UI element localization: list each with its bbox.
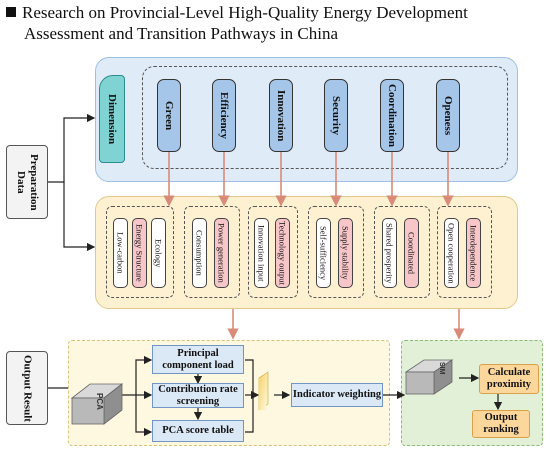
- indicator-group-innovation: [248, 206, 298, 298]
- dimension-security: Security: [324, 79, 348, 152]
- dimension-green: Green: [157, 79, 181, 152]
- indicator-group-efficiency: [184, 206, 240, 298]
- indicator-open-cooperation: Open cooperation: [444, 218, 459, 288]
- dimension-dashed-frame: [142, 66, 508, 169]
- indicator-interdependence: Interdependence: [466, 218, 481, 288]
- indicator-low-carbon: Low-carbon: [113, 218, 128, 288]
- output-ranking-box: Output ranking: [472, 410, 530, 438]
- step-contribution-rate-screening: Contribution rate screening: [152, 383, 244, 408]
- dimension-label-box: Dimension: [99, 75, 125, 163]
- pca-cube: PCA: [70, 383, 124, 425]
- indicator-coordinated: Coordinated: [404, 218, 419, 288]
- preparation-data-label: Preparation Data: [6, 145, 48, 219]
- indicator-technology-output: Technology output: [275, 218, 290, 288]
- dimension-innovation: Innovation: [269, 79, 293, 152]
- dimension-openess: Openess: [436, 79, 460, 152]
- dimension-efficiency: Efficiency: [212, 79, 236, 152]
- indicator-energy-structure: Energy Structure: [132, 218, 147, 288]
- title-line-1: Research on Provincial-Level High-Qualit…: [22, 3, 468, 22]
- calculate-proximity-box: Calculate proximity: [479, 364, 539, 394]
- output-result-label: Output Result: [6, 351, 48, 425]
- title-bullet-icon: [6, 7, 16, 17]
- indicator-consumption: Consumption: [192, 218, 207, 288]
- result-cube-label: SIM: [438, 362, 445, 375]
- indicator-group-openess: [437, 206, 492, 298]
- indicator-power-generation: Power generation: [214, 218, 229, 288]
- indicator-innovation-input: Innovation input: [254, 218, 269, 288]
- page-title: Research on Provincial-Level High-Qualit…: [6, 2, 546, 44]
- pca-cube-label: PCA: [95, 393, 104, 410]
- indicator-self-sufficiency: Self-sufficiency: [316, 218, 331, 288]
- dimension-coordination: Coordination: [380, 79, 404, 152]
- step-pca-score-table: PCA score table: [152, 420, 244, 442]
- step-principal-component-load: Principal component load: [152, 345, 244, 374]
- indicator-group-coordination: [374, 206, 430, 298]
- indicator-ecology: Ecology: [151, 218, 166, 288]
- title-line-2: Assessment and Transition Pathways in Ch…: [24, 24, 339, 43]
- weighting-bar-icon: [258, 371, 269, 411]
- indicator-group-green: [106, 206, 174, 298]
- indicator-weighting-box: Indicator weighting: [291, 383, 383, 407]
- indicator-shared-prosperity: Shared prosperity: [382, 218, 397, 288]
- indicator-supply-stability: Supply stability: [338, 218, 353, 288]
- result-cube: SIM: [404, 359, 454, 395]
